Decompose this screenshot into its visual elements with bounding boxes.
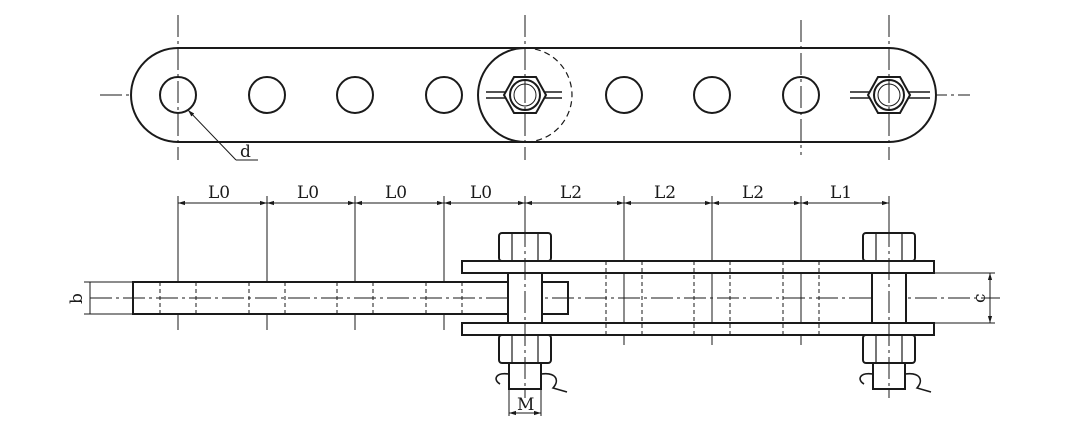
dimension-labels: L0 L0 L0 L0 L2 L2 L2 L1 b c M <box>67 183 990 415</box>
hole-diameter-label: d <box>240 142 251 162</box>
hole <box>425 76 463 114</box>
d-leader-line <box>187 109 237 161</box>
plate-thickness-label: b <box>67 293 87 304</box>
cotter-pin-icon <box>486 91 562 99</box>
pitch-label: L0 <box>208 183 230 203</box>
clevis-gap-label: c <box>970 293 990 303</box>
outer-plate-top <box>461 260 935 274</box>
outer-plate-bottom <box>461 322 935 336</box>
pitch-label: L2 <box>742 183 764 203</box>
cotter-pin-icon <box>850 91 930 99</box>
pitch-label: L0 <box>297 183 319 203</box>
end-pitch-label: L1 <box>830 183 852 203</box>
pitch-label: L0 <box>470 183 492 203</box>
c-dimension <box>934 272 995 324</box>
hole <box>336 76 374 114</box>
m-dimension <box>508 389 542 416</box>
top-view <box>100 15 970 161</box>
hex-nut-icon <box>866 76 912 114</box>
pitch-label: L2 <box>654 183 676 203</box>
top-holes <box>159 76 820 114</box>
hole <box>248 76 286 114</box>
pitch-label: L0 <box>385 183 407 203</box>
bolt-thread-label: M <box>517 395 534 415</box>
cotter-pin-icon <box>495 372 568 393</box>
cotter-pin-icon <box>859 372 932 393</box>
hole <box>693 76 731 114</box>
hex-nut-icon <box>502 76 548 114</box>
top-vertical-centerlines <box>177 15 890 160</box>
hole <box>605 76 643 114</box>
hidden-plate-end <box>524 47 573 143</box>
b-dimension <box>84 281 133 315</box>
pitch-label: L2 <box>560 183 582 203</box>
bolt-right <box>859 232 932 393</box>
side-view <box>84 196 1000 416</box>
